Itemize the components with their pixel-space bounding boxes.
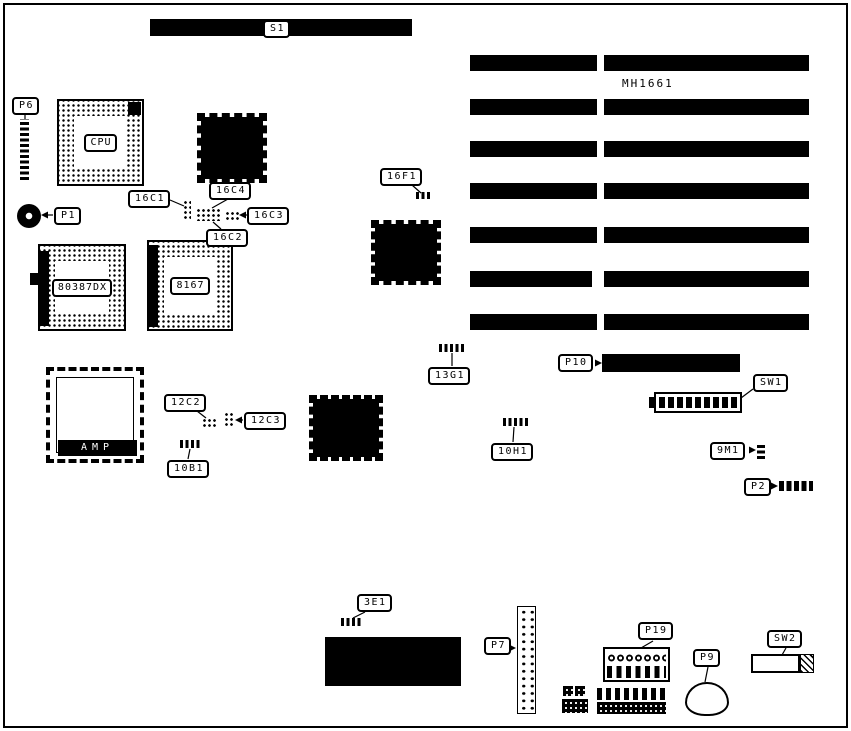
sw1-dip-positions (659, 397, 737, 408)
expansion-slot (604, 183, 809, 199)
sw2-label: SW2 (767, 630, 802, 648)
80387dx-socket: 80387DX (38, 244, 126, 331)
p10-label: P10 (558, 354, 593, 372)
p19-terminal-pins (607, 666, 666, 678)
expansion-slot (470, 141, 597, 157)
expansion-slot (604, 55, 809, 71)
sw1-label: SW1 (753, 374, 788, 392)
expansion-slot (470, 314, 597, 330)
p10-slot-bar (602, 354, 740, 372)
aux-header-top (597, 688, 666, 700)
expansion-slot (604, 141, 809, 157)
80387dx-side-pin (30, 273, 38, 285)
cpu-socket: CPU (57, 99, 144, 186)
sw2-switch (751, 654, 800, 673)
cpu-notch (128, 102, 141, 115)
12c3-label: 12C3 (244, 412, 287, 430)
13g1-label: 13G1 (428, 367, 471, 385)
page-border (3, 3, 848, 728)
16c2-label: 16C2 (206, 229, 249, 247)
p7-label: P7 (484, 637, 512, 655)
p19-terminal-screws (607, 651, 666, 665)
p19-label: P19 (638, 622, 673, 640)
9m1-label: 9M1 (710, 442, 745, 460)
expansion-slot (604, 271, 809, 287)
3e1-label: 3E1 (357, 594, 392, 612)
p6-label: P6 (12, 97, 40, 115)
p19-connector (603, 647, 670, 682)
p9-battery (685, 682, 729, 716)
p2-connector (779, 481, 813, 491)
p6-connector (20, 119, 29, 180)
aux-header-bottom (597, 702, 666, 714)
p2-label: P2 (744, 478, 772, 496)
s1-label: S1 (263, 20, 291, 38)
expansion-slot (470, 99, 597, 115)
expansion-slot (470, 227, 597, 243)
80387dx-socket-center: 80387DX (51, 261, 113, 314)
qfp-chip-mid (371, 220, 441, 285)
13g1-jumper (439, 344, 465, 352)
qfp-chip-lower (309, 395, 383, 461)
8167-socket: 8167 (147, 240, 233, 331)
9m1-jumper (757, 443, 765, 459)
12c3-jumper (223, 411, 233, 428)
p9-label: P9 (693, 649, 721, 667)
expansion-slot (470, 183, 597, 199)
expansion-slot (604, 99, 809, 115)
sw1-side-pin (649, 397, 655, 408)
10h1-jumper (503, 418, 528, 426)
p7-header (517, 606, 536, 714)
16c4-label: 16C4 (209, 182, 252, 200)
bottom-module (325, 637, 461, 686)
cpu-socket-center: CPU (74, 116, 127, 169)
3e1-jumper (341, 618, 363, 626)
16f1-jumper (416, 192, 431, 199)
p1-speaker (17, 204, 41, 228)
expansion-slot (470, 55, 597, 71)
10b1-jumper (180, 440, 201, 448)
16c4-16c2-jumper (195, 207, 221, 221)
10b1-label: 10B1 (167, 460, 210, 478)
board-name: MH1661 (622, 77, 674, 90)
aux-connector-b (575, 686, 585, 696)
expansion-slot (604, 227, 809, 243)
80387dx-edge-bar (40, 251, 49, 326)
qfp-chip-upper (197, 113, 267, 183)
expansion-slot (470, 271, 592, 287)
80387dx-label: 80387DX (51, 278, 113, 297)
16c1-jumper (182, 199, 191, 219)
12c2-label: 12C2 (164, 394, 207, 412)
p1-label: P1 (54, 207, 82, 225)
expansion-slot (604, 314, 809, 330)
aux-connector-a (563, 686, 573, 696)
12c2-jumper (201, 417, 216, 427)
aux-connector-c (562, 699, 588, 713)
amp-chip-marking: AMP (58, 440, 137, 456)
8167-socket-center: 8167 (164, 257, 216, 314)
sw1-dip-switch (654, 392, 742, 413)
16f1-label: 16F1 (380, 168, 423, 186)
10h1-label: 10H1 (491, 443, 534, 461)
16c3-label: 16C3 (247, 207, 290, 225)
cpu-label: CPU (84, 133, 117, 152)
8167-label: 8167 (170, 276, 210, 295)
sw2-knob (800, 654, 814, 673)
16c3-jumper (224, 210, 239, 220)
16c1-label: 16C1 (128, 190, 171, 208)
amp-chip: AMP (46, 367, 144, 463)
8167-edge-bar (149, 245, 158, 327)
